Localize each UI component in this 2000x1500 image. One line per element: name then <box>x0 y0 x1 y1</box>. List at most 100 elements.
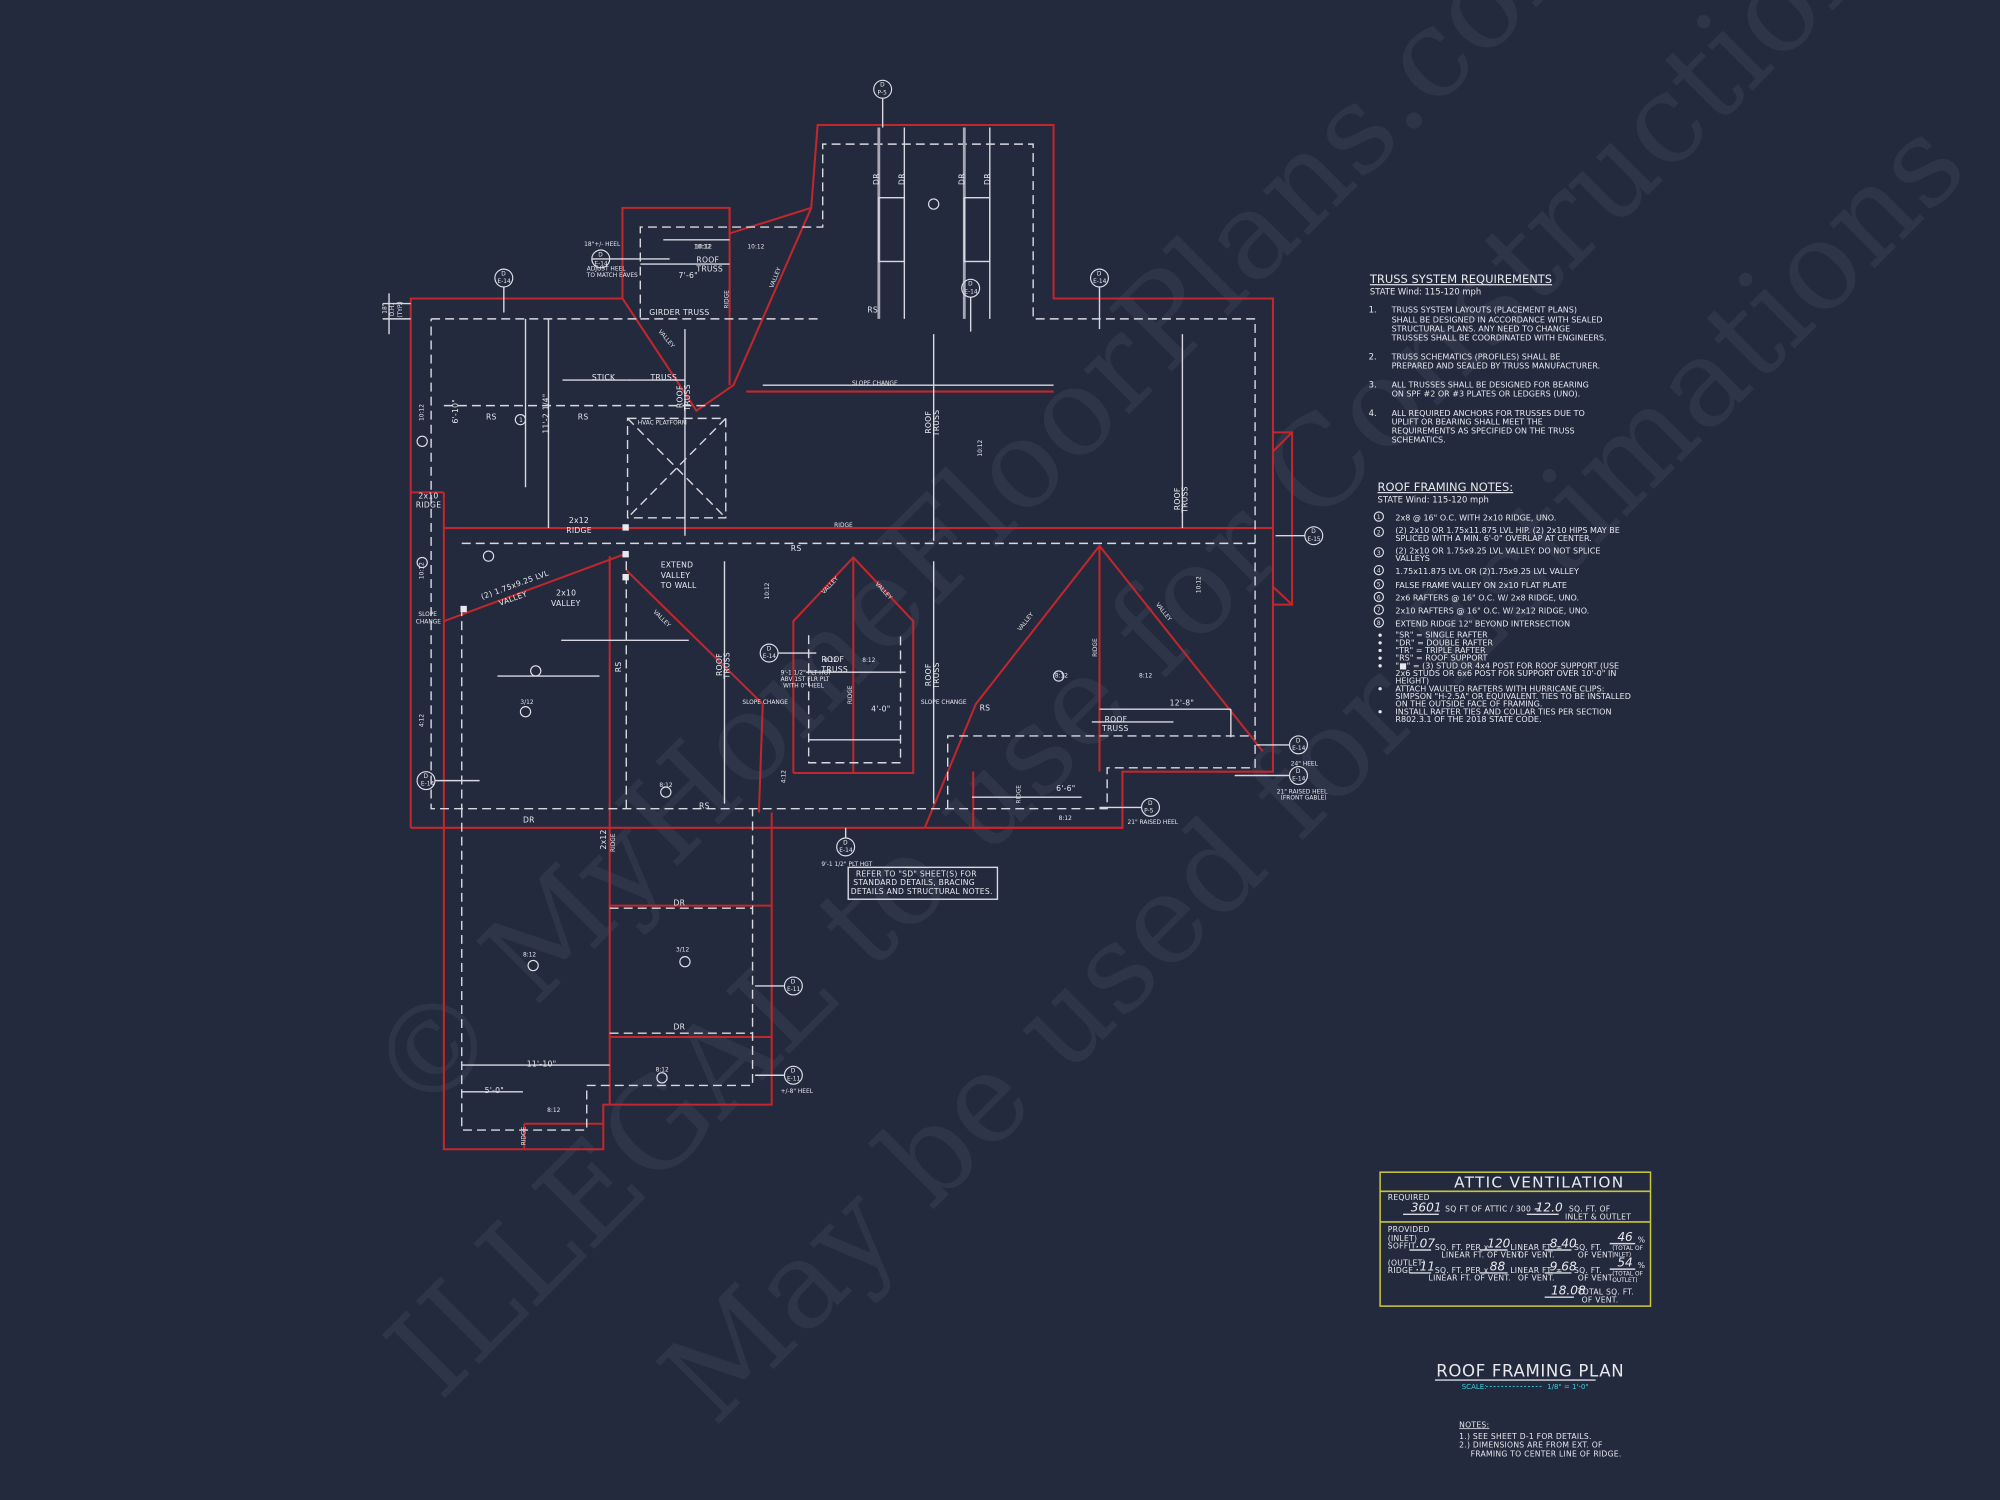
extend-valley-label: VALLEY <box>661 571 691 580</box>
detail-bubble[interactable]: D E-14 <box>961 278 981 332</box>
ridge-label: RIDGE <box>848 685 854 704</box>
roof-bullet-line: ON THE OUTSIDE FACE OF FRAMING. <box>1395 700 1542 709</box>
ridge-label: RIDGE <box>416 501 441 510</box>
pitch-label: 4:12 <box>782 770 788 783</box>
refer-box: REFER TO "SD" SHEET(S) FOR STANDARD DETA… <box>847 866 999 900</box>
roof-bullet-line: SIMPSON "H-2.5A" OR EQUIVALENT. TIES TO … <box>1395 692 1630 701</box>
truss-item-line: ALL REQUIRED ANCHORS FOR TRUSSES DUE TO <box>1392 409 1585 418</box>
wall-lines <box>430 143 1256 1131</box>
truss-item-line: UPLIFT OR BEARING SHALL MEET THE <box>1392 418 1543 427</box>
roof-support-label: RS <box>614 662 623 673</box>
pitch-label: 8:12 <box>1055 673 1068 679</box>
detail-letter: D <box>791 1069 796 1075</box>
inlet-area-value: 8.40 <box>1550 1236 1577 1250</box>
pitch-label: 8:12 <box>656 1067 669 1073</box>
heel-note: 21" RAISED HEEL <box>1277 789 1328 795</box>
percent-sign: % <box>1638 1235 1646 1244</box>
roof-note-line: 1.75x11.875 LVL OR (2)1.75x9.25 LVL VALL… <box>1395 567 1579 576</box>
overhang-label: O.H. <box>390 304 396 317</box>
note-marker <box>656 1072 668 1084</box>
watermark-line-3: May be used for Estimations <box>634 91 1992 1449</box>
detail-letter: D <box>1311 529 1316 535</box>
roof-notes-wind: STATE Wind: 115-120 mph <box>1378 495 1489 505</box>
truss-label: TRUSS <box>1181 486 1190 514</box>
note-number: 1 <box>1377 515 1381 521</box>
pitch-label: 10:12 <box>747 245 764 251</box>
detail-bubble[interactable]: D E-14 <box>416 771 480 791</box>
note-marker <box>416 435 428 448</box>
detail-letter: D <box>791 979 796 985</box>
double-rafter-label: DR <box>673 1022 685 1031</box>
inlet-rate-unit: SQ. FT. PER x <box>1435 1243 1489 1252</box>
truss-item-line: TRUSS SYSTEM LAYOUTS (PLACEMENT PLANS) <box>1391 306 1577 315</box>
change-label: CHANGE <box>416 620 441 626</box>
detail-bubble[interactable]: D E-14 <box>836 827 856 857</box>
pitch-label: 8:12 <box>862 658 875 664</box>
truss-item-line: PREPARED AND SEALED BY TRUSS MANUFACTURE… <box>1392 362 1601 371</box>
outlet-area-unit: OF VENT. <box>1578 1274 1615 1283</box>
pitch-label: 10:12 <box>695 245 712 251</box>
detail-bubble[interactable]: D E-14 <box>759 643 817 663</box>
roof-label: ROOF <box>1105 715 1128 724</box>
detail-letter: D <box>767 647 772 653</box>
roof-note-line: 2x8 @ 16" O.C. WITH 2x10 RIDGE, UNO. <box>1395 513 1556 522</box>
detail-bubble[interactable]: D E-14 <box>591 249 670 269</box>
detail-letter: D <box>968 282 973 288</box>
dimension-label: 11'-10" <box>527 1059 557 1068</box>
inlet-rate-unit: LINEAR FT. OF VENT. <box>1441 1251 1524 1260</box>
detail-bubble[interactable]: D E-14 <box>1234 766 1308 786</box>
pitch-label: 10:12 <box>419 562 425 579</box>
roof-support-label: RS <box>867 306 878 315</box>
roof-bullet-line: INSTALL RAFTER TIES AND COLLAR TIES PER … <box>1395 707 1611 716</box>
detail-bubble[interactable]: D E-14 <box>1089 268 1109 330</box>
heel-note: WITH 0" HEEL <box>783 684 824 690</box>
girder-truss-label: GIRDER TRUSS <box>649 308 709 317</box>
hvac-platform-label: HVAC PLATFORM <box>638 421 687 427</box>
outlet-area-value: 9.68 <box>1550 1259 1577 1273</box>
truss-label: TRUSS <box>932 410 941 438</box>
pitch-label: 10:12 <box>765 582 771 599</box>
sheet-note-line: 1.) SEE SHEET D-1 FOR DETAILS. <box>1459 1432 1592 1441</box>
required-unit: INLET & OUTLET <box>1565 1212 1631 1221</box>
detail-bubble[interactable]: D E-11 <box>755 1065 803 1085</box>
heel-note: 9'-1 1/2" PLT HGT <box>821 862 872 868</box>
roof-label: ROOF <box>924 663 933 686</box>
scale-label: SCALE: <box>1462 1382 1487 1391</box>
double-rafter-label: DR <box>957 173 966 185</box>
detail-sheet: P-5 <box>878 90 888 96</box>
detail-bubble[interactable]: D E-14 <box>494 268 514 313</box>
plan-title-block: ROOF FRAMING PLAN SCALE: 1/8" = 1'-0" <box>1434 1361 1624 1391</box>
detail-sheet: E-14 <box>839 848 853 854</box>
roof-note-line: (2) 2x10 OR 1.75x9.25 LVL VALLEY. DO NOT… <box>1395 547 1600 556</box>
pitch-label: 8:12 <box>523 953 536 959</box>
note-marker <box>927 198 940 210</box>
roof-notes-title: ROOF FRAMING NOTES: <box>1378 480 1514 494</box>
inlet-label: (INLET) <box>1388 1234 1417 1243</box>
double-rafter-label: DR <box>897 173 906 185</box>
note-marker <box>514 413 527 426</box>
pitch-label: 10:12 <box>1196 576 1202 593</box>
truss-system-requirements: TRUSS SYSTEM REQUIREMENTS STATE Wind: 11… <box>1369 272 1607 444</box>
note-number: 6 <box>1377 595 1381 601</box>
detail-bubble[interactable]: D E-15 <box>1275 526 1324 546</box>
detail-bubble[interactable]: D P-5 <box>1099 797 1161 817</box>
roof-label: ROOF <box>924 411 933 434</box>
dimension-label: 6'-6" <box>1056 784 1075 793</box>
truss-label: TRUSS <box>932 662 941 690</box>
truss-item-num: 4. <box>1369 408 1377 418</box>
detail-sheet: E-14 <box>497 279 511 285</box>
detail-sheet: E-14 <box>1292 777 1306 783</box>
detail-bubble[interactable]: D E-14 <box>1256 735 1308 755</box>
outlet-percent-unit: OUTLET) <box>1612 1278 1637 1284</box>
note-marker <box>527 959 539 972</box>
detail-sheet: E-11 <box>787 987 801 993</box>
double-rafter-label: DR <box>673 899 685 908</box>
valley-label: VALLEY <box>551 599 581 608</box>
ridge-label: RIDGE <box>522 1127 528 1146</box>
slope-change-label: SLOPE CHANGE <box>742 700 788 706</box>
detail-bubble[interactable]: D P-5 <box>873 79 893 128</box>
note-marker <box>1052 670 1065 682</box>
detail-bubble[interactable]: D E-11 <box>755 976 803 996</box>
truss-item-line: TRUSSES SHALL BE COORDINATED WITH ENGINE… <box>1391 334 1607 343</box>
double-rafter-label: DR <box>872 173 881 185</box>
